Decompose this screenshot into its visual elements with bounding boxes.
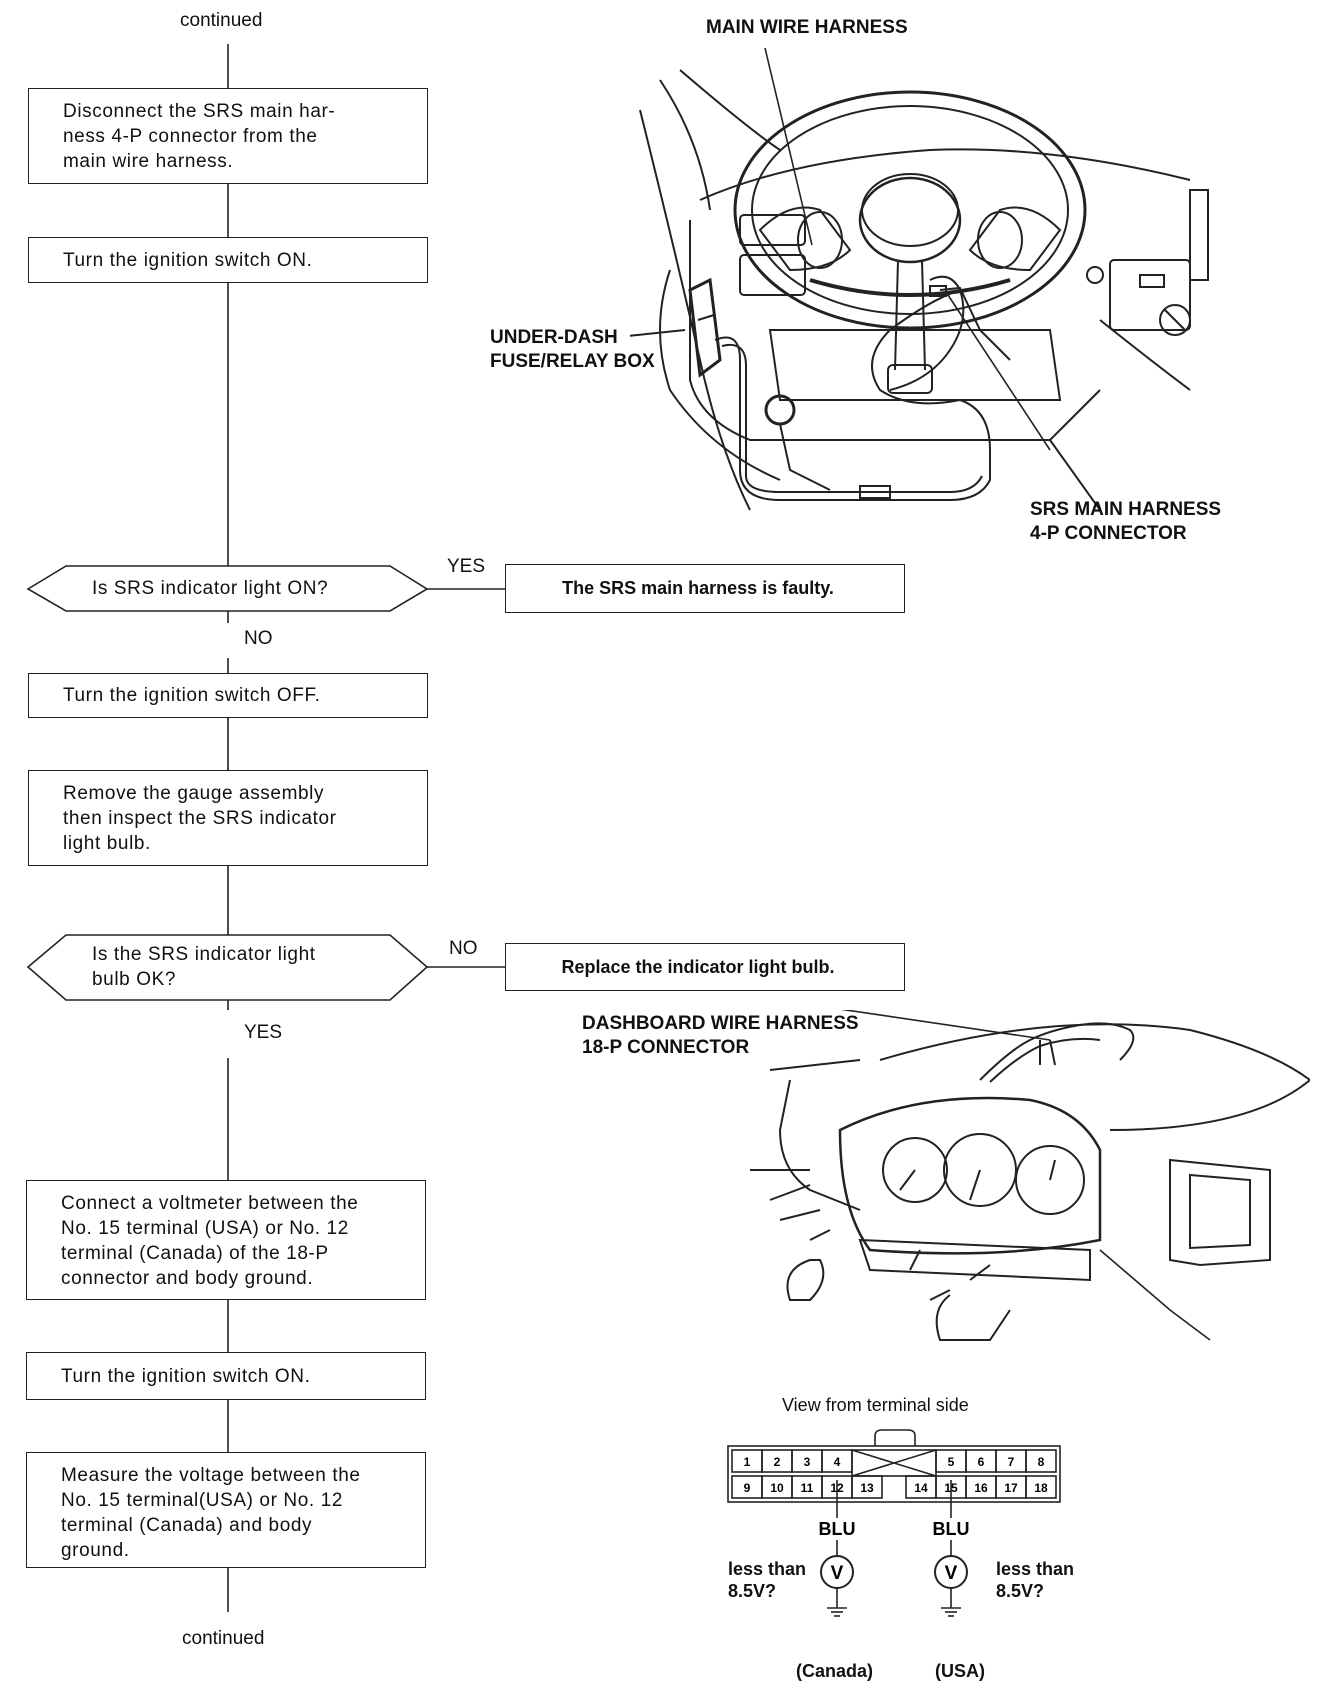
pin-18: 18 [1034, 1481, 1048, 1495]
steering-wheel-illustration [630, 47, 1209, 511]
voltmeter-icon: V [831, 1563, 844, 1584]
pin-9: 9 [744, 1481, 751, 1495]
pin-7: 7 [1008, 1455, 1015, 1469]
step-disconnect-connector: Disconnect the SRS main har- ness 4-P co… [28, 88, 428, 184]
under-dash-fuse-box-label: UNDER-DASH FUSE/RELAY BOX [490, 327, 655, 372]
wire-color-left: BLU [819, 1519, 856, 1539]
pin-17: 17 [1004, 1481, 1018, 1495]
pin-1: 1 [744, 1455, 751, 1469]
result-text: Replace the indicator light bulb. [561, 956, 835, 977]
gauge-assembly-illustration [750, 1010, 1310, 1341]
decision2-no-label: NO [449, 938, 478, 959]
main-wire-harness-label: MAIN WIRE HARNESS [706, 17, 908, 38]
pin-15: 15 [944, 1481, 958, 1495]
region-canada-label: (Canada) [796, 1661, 874, 1681]
pin-14: 14 [914, 1481, 928, 1495]
step-ignition-off: Turn the ignition switch OFF. [28, 673, 428, 718]
wire-color-right: BLU [933, 1519, 970, 1539]
step-text: Connect a voltmeter between the No. 15 t… [61, 1193, 359, 1289]
step-text: Remove the gauge assembly then inspect t… [63, 783, 337, 854]
srs-connector-label: SRS MAIN HARNESS 4-P CONNECTOR [1030, 499, 1222, 544]
pin-6: 6 [978, 1455, 985, 1469]
voltage-question-left: less than 8.5V? [728, 1559, 807, 1601]
pin-4: 4 [834, 1455, 841, 1469]
step-ignition-on-1: Turn the ignition switch ON. [28, 237, 428, 283]
dashboard-connector-label: DASHBOARD WIRE HARNESS 18-P CONNECTOR [582, 1013, 859, 1058]
pin-numbers: 1 2 3 4 5 6 7 8 9 10 11 12 13 14 15 16 1… [744, 1455, 1048, 1495]
pin-11: 11 [801, 1481, 814, 1495]
connector-terminal-diagram: 1 2 3 4 5 6 7 8 9 10 11 12 13 14 15 16 1… [727, 1429, 1061, 1617]
pin-13: 13 [860, 1481, 874, 1495]
pin-12: 12 [830, 1481, 844, 1495]
result-replace-bulb: Replace the indicator light bulb. [505, 943, 905, 991]
step-text: Measure the voltage between the No. 15 t… [61, 1465, 361, 1561]
pin-16: 16 [974, 1481, 988, 1495]
decision2-yes-label: YES [244, 1022, 283, 1043]
voltage-question-right: less than 8.5V? [996, 1559, 1075, 1601]
voltmeter-icon: V [945, 1563, 958, 1584]
pin-10: 10 [770, 1481, 784, 1495]
pin-8: 8 [1038, 1455, 1045, 1469]
step-connect-voltmeter: Connect a voltmeter between the No. 15 t… [26, 1180, 426, 1300]
pin-3: 3 [804, 1455, 811, 1469]
decision2-text: Is the SRS indicator light bulb OK? [92, 944, 316, 990]
region-usa-label: (USA) [935, 1661, 985, 1681]
pin-5: 5 [948, 1455, 955, 1469]
step-measure-voltage: Measure the voltage between the No. 15 t… [26, 1452, 426, 1568]
decision1-yes-label: YES [447, 556, 486, 577]
step-text: Turn the ignition switch ON. [63, 249, 313, 271]
decision1-no-label: NO [244, 628, 273, 649]
pin-2: 2 [774, 1455, 781, 1469]
continued-bottom-label: continued [182, 1628, 265, 1649]
decision1-shape [26, 565, 429, 612]
terminal-view-label: View from terminal side [782, 1395, 969, 1415]
step-text: Disconnect the SRS main har- ness 4-P co… [63, 101, 336, 172]
step-text: Turn the ignition switch ON. [61, 1365, 311, 1387]
step-text: Turn the ignition switch OFF. [63, 685, 321, 706]
decision2-shape [26, 934, 429, 1001]
continued-top-label: continued [180, 10, 263, 31]
decision1-text: Is SRS indicator light ON? [92, 578, 329, 599]
result-main-harness-faulty: The SRS main harness is faulty. [505, 564, 905, 613]
step-ignition-on-2: Turn the ignition switch ON. [26, 1352, 426, 1400]
step-remove-gauge: Remove the gauge assembly then inspect t… [28, 770, 428, 866]
result-text: The SRS main harness is faulty. [562, 578, 834, 598]
